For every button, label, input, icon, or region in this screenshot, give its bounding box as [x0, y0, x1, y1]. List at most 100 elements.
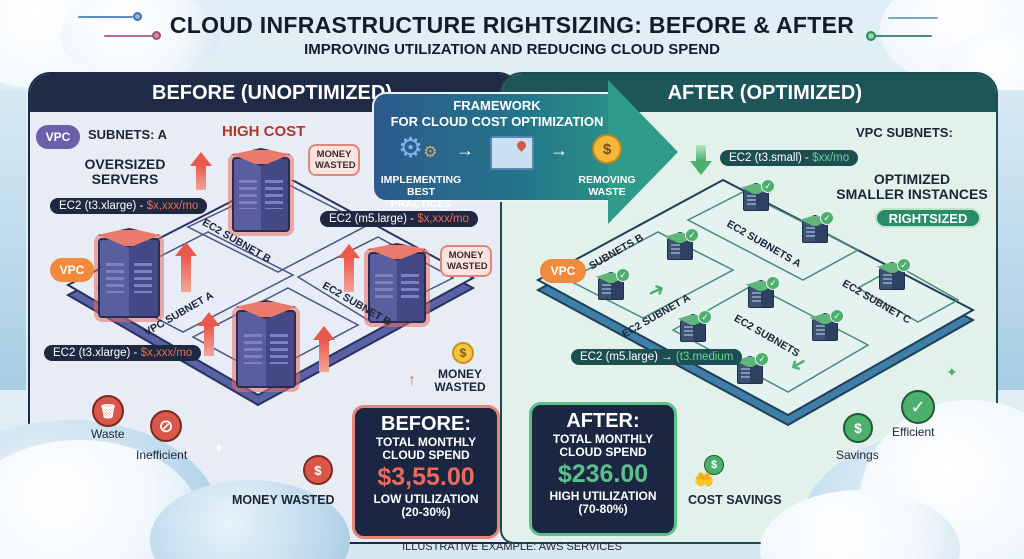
migration-to: (t3.medium — [675, 351, 734, 363]
instance-name: EC2 (m5.large) - — [329, 213, 418, 225]
right-side-strip — [998, 90, 1024, 390]
waste-label: Waste — [91, 427, 125, 441]
optimized-server: ✓ — [746, 276, 780, 310]
money-wasted-label: MONEY WASTED — [434, 367, 486, 395]
subnets-label: SUBNETS: A — [88, 127, 167, 142]
check-icon: ✓ — [766, 276, 780, 290]
summary-heading: BEFORE: — [381, 413, 471, 435]
step-arrow-icon: → — [456, 140, 474, 160]
check-circle-icon: ✓ — [901, 390, 935, 424]
optimized-server: ✓ — [665, 228, 699, 262]
dollar-coin-icon: $ — [592, 134, 622, 164]
money-wasted-bag-label: MONEY WASTED — [232, 493, 335, 507]
optimized-server: ✓ — [735, 352, 769, 386]
optimized-line: OPTIMIZED — [873, 171, 951, 187]
instance-cost: $xx/mo — [812, 152, 850, 164]
money-wasted-bubble: MONEY WASTED — [308, 144, 360, 176]
check-icon: ✓ — [616, 268, 630, 282]
check-icon: ✓ — [897, 258, 911, 272]
before-total-spend: $3,55.00 — [377, 463, 475, 491]
optimized-server: ✓ — [596, 268, 630, 302]
check-icon: ✓ — [830, 309, 844, 323]
framework-step-label: REMOVING WASTE — [572, 174, 642, 198]
before-summary-card: BEFORE: TOTAL MONTHLY CLOUD SPEND $3,55.… — [352, 405, 500, 539]
instance-label: EC2 (t3.xlarge) - $x,xxx/mo — [50, 198, 208, 214]
gears-icon: ⚙⚙ — [398, 132, 438, 163]
check-icon: ✓ — [820, 211, 834, 225]
step-label-line: REMOVING — [578, 174, 636, 186]
check-icon: ✓ — [685, 228, 699, 242]
step-arrow-icon: → — [550, 140, 568, 160]
hand-icon: 🤲 — [694, 472, 714, 489]
instance-name: EC2 (t3.xlarge) - — [53, 347, 141, 359]
utilization-label: HIGH UTILIZATION — [549, 489, 657, 503]
oversized-server — [98, 228, 160, 318]
money-wasted-bubble: MONEY WASTED — [440, 245, 492, 277]
after-summary-card: AFTER: TOTAL MONTHLY CLOUD SPEND $236.00… — [529, 402, 677, 536]
optimized-server: ✓ — [800, 211, 834, 245]
oversized-servers-label: OVERSIZED SERVERS — [84, 156, 166, 188]
cost-savings-label: COST SAVINGS — [688, 493, 782, 507]
trash-icon: 🗑 — [92, 395, 124, 427]
decoration-line — [872, 35, 932, 37]
savings-label: Savings — [836, 448, 879, 462]
framework-title-line: FRAMEWORK — [453, 98, 541, 113]
optimized-server: ✓ — [678, 310, 712, 344]
optimized-server: ✓ — [741, 179, 775, 213]
instance-name: EC2 (t3.small) - — [729, 152, 813, 164]
vpc-platform-badge: VPC — [540, 259, 586, 283]
summary-line: TOTAL MONTHLY — [375, 435, 477, 449]
high-cost-label: HIGH COST — [222, 123, 306, 140]
page-title: CLOUD INFRASTRUCTURE RIGHTSIZING: BEFORE… — [169, 12, 855, 38]
page-subtitle: IMPROVING UTILIZATION AND REDUCING CLOUD… — [304, 41, 720, 58]
framework-arrow: FRAMEWORK FOR CLOUD COST OPTIMIZATION ⚙⚙… — [372, 80, 678, 230]
inefficient-label: Inefficient — [136, 448, 188, 462]
summary-line: CLOUD SPEND — [559, 445, 647, 459]
migration-label: EC2 (m5.large) → (t3.medium — [571, 349, 743, 365]
utilization-range: (20-30%) — [401, 505, 451, 519]
prohibited-icon: ⊘ — [150, 410, 182, 442]
vpc-platform-badge: VPC — [50, 258, 94, 282]
oversized-server — [236, 300, 296, 388]
framework-title-line: FOR CLOUD COST OPTIMIZATION — [390, 114, 604, 129]
efficient-label: Efficient — [892, 425, 935, 439]
instance-label: EC2 (t3.small) - $xx/mo — [720, 150, 859, 166]
oversized-server — [368, 243, 426, 323]
after-total-spend: $236.00 — [557, 460, 649, 488]
vpc-subnets-label: VPC SUBNETS: — [856, 125, 953, 140]
money-wasted-up-arrow-icon: ↑ — [408, 372, 416, 389]
sparkle-icon: ✦ — [946, 364, 958, 380]
summary-line: TOTAL MONTHLY — [552, 432, 654, 446]
savings-hand-icon: $ — [843, 413, 873, 443]
utilization-range: (70-80%) — [578, 502, 628, 516]
summary-line: CLOUD SPEND — [382, 448, 470, 462]
optimized-instances-label: OPTIMIZED SMALLER INSTANCES — [832, 171, 992, 203]
decoration-dot — [152, 31, 161, 40]
step-label-line: IMPLEMENTING — [380, 174, 462, 186]
optimized-server: ✓ — [810, 309, 844, 343]
optimized-server: ✓ — [877, 258, 911, 292]
optimized-line: SMALLER INSTANCES — [836, 186, 988, 203]
instance-name: EC2 (t3.xlarge) - — [59, 200, 147, 212]
summary-heading: AFTER: — [566, 410, 640, 432]
instance-cost: $x,xxx/mo — [146, 200, 199, 212]
sparkle-icon: ✦ — [213, 440, 225, 456]
dollar-coin-icon: $ — [452, 342, 474, 364]
step-label-line: WASTE — [588, 186, 626, 198]
framework-step-label: IMPLEMENTING BEST PRACTICES — [376, 174, 466, 210]
decoration-line — [888, 17, 938, 19]
oversized-server — [232, 148, 290, 232]
map-icon — [490, 136, 534, 170]
utilization-label: LOW UTILIZATION — [373, 492, 479, 506]
decoration-line — [104, 35, 154, 37]
step-label-line: BEST PRACTICES — [390, 186, 452, 210]
check-icon: ✓ — [761, 179, 775, 193]
instance-label: EC2 (m5.large) - $x,xxx/mo — [320, 211, 478, 227]
vpc-badge: VPC — [36, 125, 80, 149]
check-icon: ✓ — [755, 352, 769, 366]
decoration-dot — [866, 31, 876, 41]
decoration-dot — [133, 12, 142, 21]
footer-note: ILLUSTRATIVE EXAMPLE: AWS SERVICES — [402, 541, 622, 553]
rightsized-badge: RIGHTSIZED — [875, 208, 981, 228]
cost-savings-hand-icon: $ — [704, 455, 724, 475]
